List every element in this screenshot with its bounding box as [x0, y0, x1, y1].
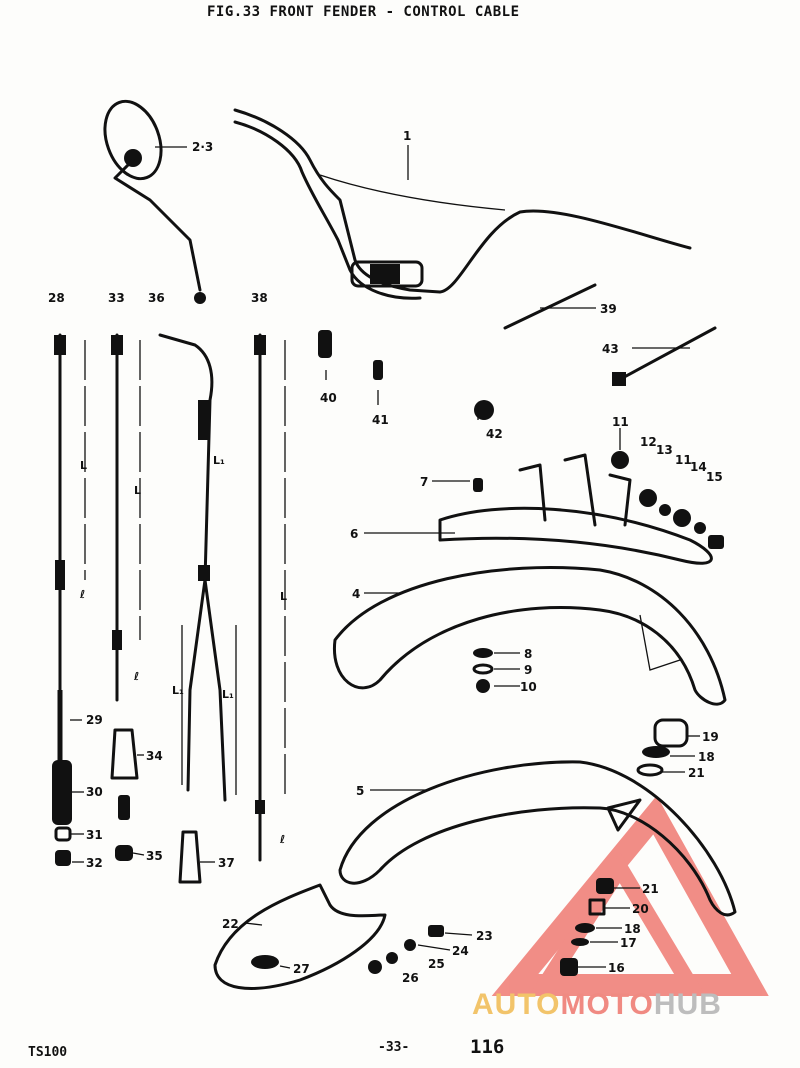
strap-39 — [503, 283, 597, 330]
callout-40: 40 — [320, 391, 337, 405]
callout-22: 22 — [222, 917, 239, 931]
cable-33 — [111, 333, 141, 702]
callout-36: 36 — [148, 291, 165, 305]
hardware-23-26 — [368, 925, 444, 974]
callout-11a: 11 — [612, 415, 629, 429]
callout-29: 29 — [86, 713, 103, 727]
callout-33: 33 — [108, 291, 125, 305]
callout-18a: 18 — [698, 750, 715, 764]
callout-16: 16 — [608, 961, 625, 975]
dim-L-33: L — [134, 484, 141, 497]
dim-L-38: L — [280, 590, 287, 603]
callout-15: 15 — [706, 470, 723, 484]
callout-4: 4 — [352, 587, 360, 601]
callout-34: 34 — [146, 749, 163, 763]
callout-10: 10 — [520, 680, 537, 694]
cable-38 — [254, 333, 286, 862]
callout-21b: 21 — [642, 882, 659, 896]
callout-28: 28 — [48, 291, 65, 305]
callout-18b: 18 — [624, 922, 641, 936]
sheet-number: 116 — [470, 1036, 505, 1058]
dim-l-38: ℓ — [279, 833, 285, 846]
callout-39: 39 — [600, 302, 617, 316]
dim-L1-36a: L₁ — [213, 454, 225, 467]
callout-11b: 11 — [675, 453, 692, 467]
handlebar — [233, 108, 692, 300]
figure-title: FIG.33 FRONT FENDER - CONTROL CABLE — [207, 4, 520, 20]
callout-12: 12 — [640, 435, 657, 449]
model-code: TS100 — [28, 1045, 68, 1060]
callout-19: 19 — [702, 730, 719, 744]
dim-l-28: ℓ — [79, 588, 85, 601]
dim-L1-36b: L₁ — [172, 684, 184, 697]
watermark-logo: AUTOMOTOHUB — [472, 988, 722, 1022]
callout-5: 5 — [356, 784, 364, 798]
front-fender-lower — [338, 718, 737, 917]
callout-42: 42 — [486, 427, 503, 441]
adjuster-35 — [115, 795, 133, 861]
bolt-41 — [373, 360, 383, 380]
washers-8-10 — [472, 648, 494, 693]
front-fender-upper — [332, 566, 727, 706]
callout-38: 38 — [251, 291, 268, 305]
callout-35: 35 — [146, 849, 163, 863]
callout-2-3: 2·3 — [192, 140, 213, 154]
callout-14: 14 — [690, 460, 707, 474]
dim-L1-36c: L₁ — [222, 688, 234, 701]
callout-32: 32 — [86, 856, 103, 870]
cable-28 — [54, 333, 86, 760]
mirror — [103, 99, 206, 304]
boot-37 — [178, 830, 202, 884]
callout-8: 8 — [524, 647, 532, 661]
strap-43 — [612, 326, 717, 386]
callout-26: 26 — [402, 971, 419, 985]
mud-flap — [213, 883, 387, 990]
fender-bracket — [438, 451, 724, 565]
callout-9: 9 — [524, 663, 532, 677]
cap-34 — [110, 728, 139, 780]
callout-27: 27 — [293, 962, 310, 976]
dimension-labels: L ℓ L ℓ L₁ L₁ L₁ L ℓ — [79, 454, 287, 846]
grommet-40 — [318, 330, 332, 358]
callout-17: 17 — [620, 936, 637, 950]
callout-13: 13 — [656, 443, 673, 457]
leader-lines — [70, 145, 700, 969]
cable-36 — [158, 333, 237, 802]
callout-24: 24 — [452, 944, 469, 958]
callout-6: 6 — [350, 527, 358, 541]
page-number: -33- — [378, 1040, 410, 1055]
callout-1: 1 — [403, 129, 411, 143]
callout-25: 25 — [428, 957, 445, 971]
callout-7: 7 — [420, 475, 428, 489]
callout-20: 20 — [632, 902, 649, 916]
watermark-auto: AUTO — [472, 988, 561, 1021]
callout-43: 43 — [602, 342, 619, 356]
spring-30 — [52, 760, 72, 866]
watermark-triangle-icon — [491, 795, 769, 996]
dim-L-28: L — [80, 459, 87, 472]
callout-31: 31 — [86, 828, 103, 842]
callout-labels: 1 2·3 28 33 36 38 39 43 40 41 42 11 12 1… — [48, 129, 723, 985]
nut-42 — [474, 400, 494, 420]
watermark-hub: HUB — [653, 988, 722, 1021]
callout-30: 30 — [86, 785, 103, 799]
callout-21a: 21 — [688, 766, 705, 780]
callout-37: 37 — [218, 856, 235, 870]
hardware-16-21 — [560, 878, 614, 976]
callout-23: 23 — [476, 929, 493, 943]
watermark-moto: MOTO — [560, 988, 654, 1021]
callout-41: 41 — [372, 413, 389, 427]
dim-l-33: ℓ — [133, 670, 139, 683]
